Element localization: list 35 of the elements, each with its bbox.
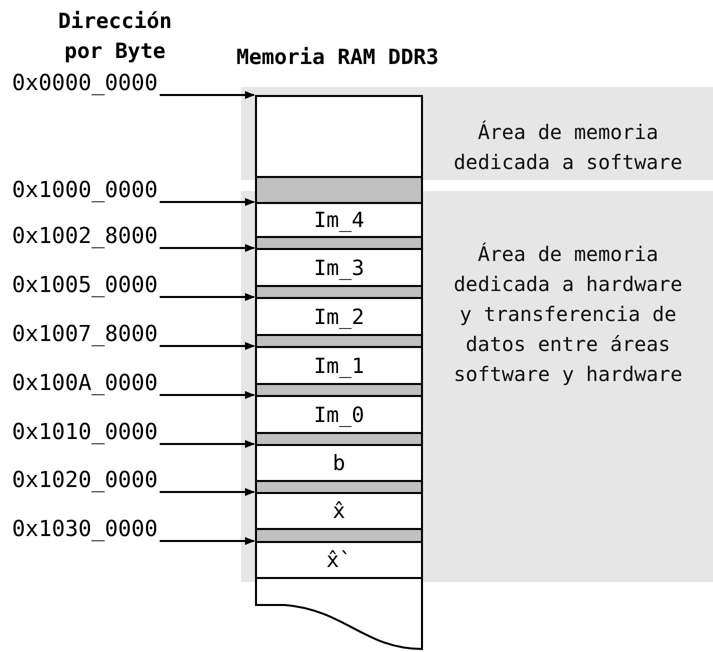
- address-label: 0x1000_0000: [12, 178, 158, 204]
- arrow: [160, 198, 255, 206]
- address-label: 0x1005_0000: [12, 273, 158, 299]
- memory-block: Im_1: [255, 346, 423, 385]
- memory-block: Im_4: [255, 202, 423, 238]
- memory-title: Memoria RAM DDR3: [235, 45, 440, 69]
- memory-block: Im_3: [255, 248, 423, 287]
- memory-block: [255, 95, 423, 178]
- address-label: 0x1010_0000: [12, 420, 158, 446]
- memory-area-panel: [423, 87, 713, 180]
- address-label: 0x0000_0000: [12, 71, 158, 97]
- address-label: 0x1030_0000: [12, 517, 158, 543]
- arrow: [160, 391, 255, 399]
- arrow: [160, 488, 255, 496]
- address-label: 0x1007_8000: [12, 322, 158, 348]
- memory-block: Im_0: [255, 395, 423, 434]
- arrow: [160, 537, 255, 545]
- area-description: Área de memoria dedicada a hardware y transferencia de datos entre áreas software y hardware: [452, 241, 684, 388]
- column-heading: Dirección por Byte: [57, 8, 173, 65]
- arrow: [160, 293, 255, 301]
- arrow: [160, 91, 255, 99]
- address-label: 0x1002_8000: [12, 224, 158, 250]
- memory-block: [255, 577, 423, 650]
- address-label: 0x100A_0000: [12, 371, 158, 397]
- arrow: [160, 244, 255, 252]
- memory-block: x̂`: [255, 541, 423, 579]
- memory-area-panel: [423, 191, 713, 582]
- memory-block: Im_2: [255, 297, 423, 336]
- separator-band: [255, 176, 423, 204]
- arrow: [160, 440, 255, 448]
- memory-block: b: [255, 444, 423, 482]
- area-description: Área de memoria dedicada a software: [452, 119, 684, 176]
- arrow: [160, 342, 255, 350]
- address-label: 0x1020_0000: [12, 468, 158, 494]
- memory-block: x̂: [255, 492, 423, 530]
